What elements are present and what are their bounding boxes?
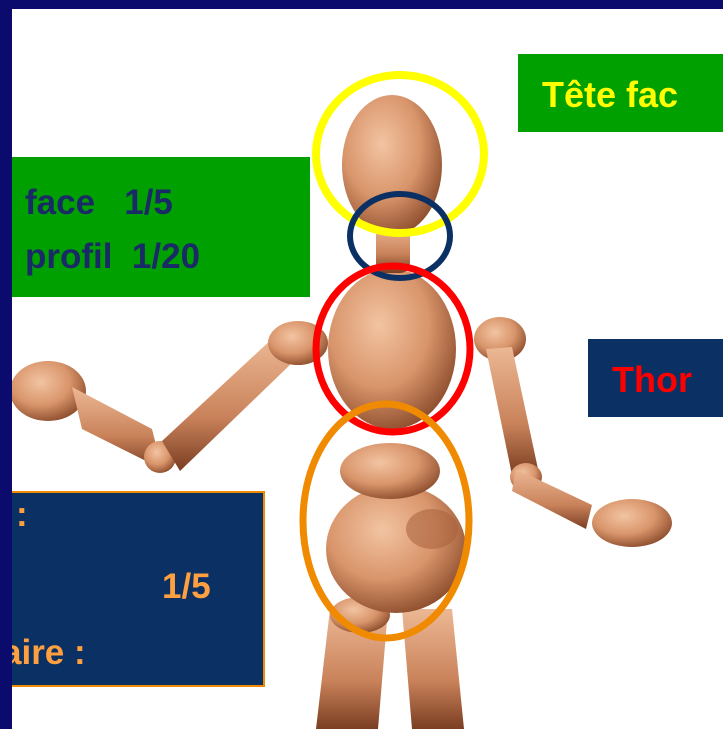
ratio-label-box: face 1/5 profil 1/20 (12, 157, 310, 297)
thorax-label-text: Thor (612, 359, 692, 401)
abdomen-line-1: : (16, 495, 28, 535)
mannequin-hips (326, 485, 466, 613)
face-ratio-text: face 1/5 (25, 183, 173, 223)
slide-canvas: Tête fac face 1/5 profil 1/20 Thor : 1/5… (12, 9, 723, 729)
head-label-box: Tête fac (518, 54, 723, 132)
mannequin-waist (340, 443, 440, 499)
abdomen-label-box: : 1/5 aire : (12, 491, 265, 687)
abdomen-ratio-text: 1/5 (162, 567, 211, 607)
thorax-label-box: Thor (588, 339, 723, 417)
head-label-text: Tête fac (542, 74, 678, 116)
abdomen-line-3: aire : (12, 633, 86, 673)
mannequin-left-arm (12, 321, 328, 473)
profile-ratio-text: profil 1/20 (25, 237, 200, 277)
